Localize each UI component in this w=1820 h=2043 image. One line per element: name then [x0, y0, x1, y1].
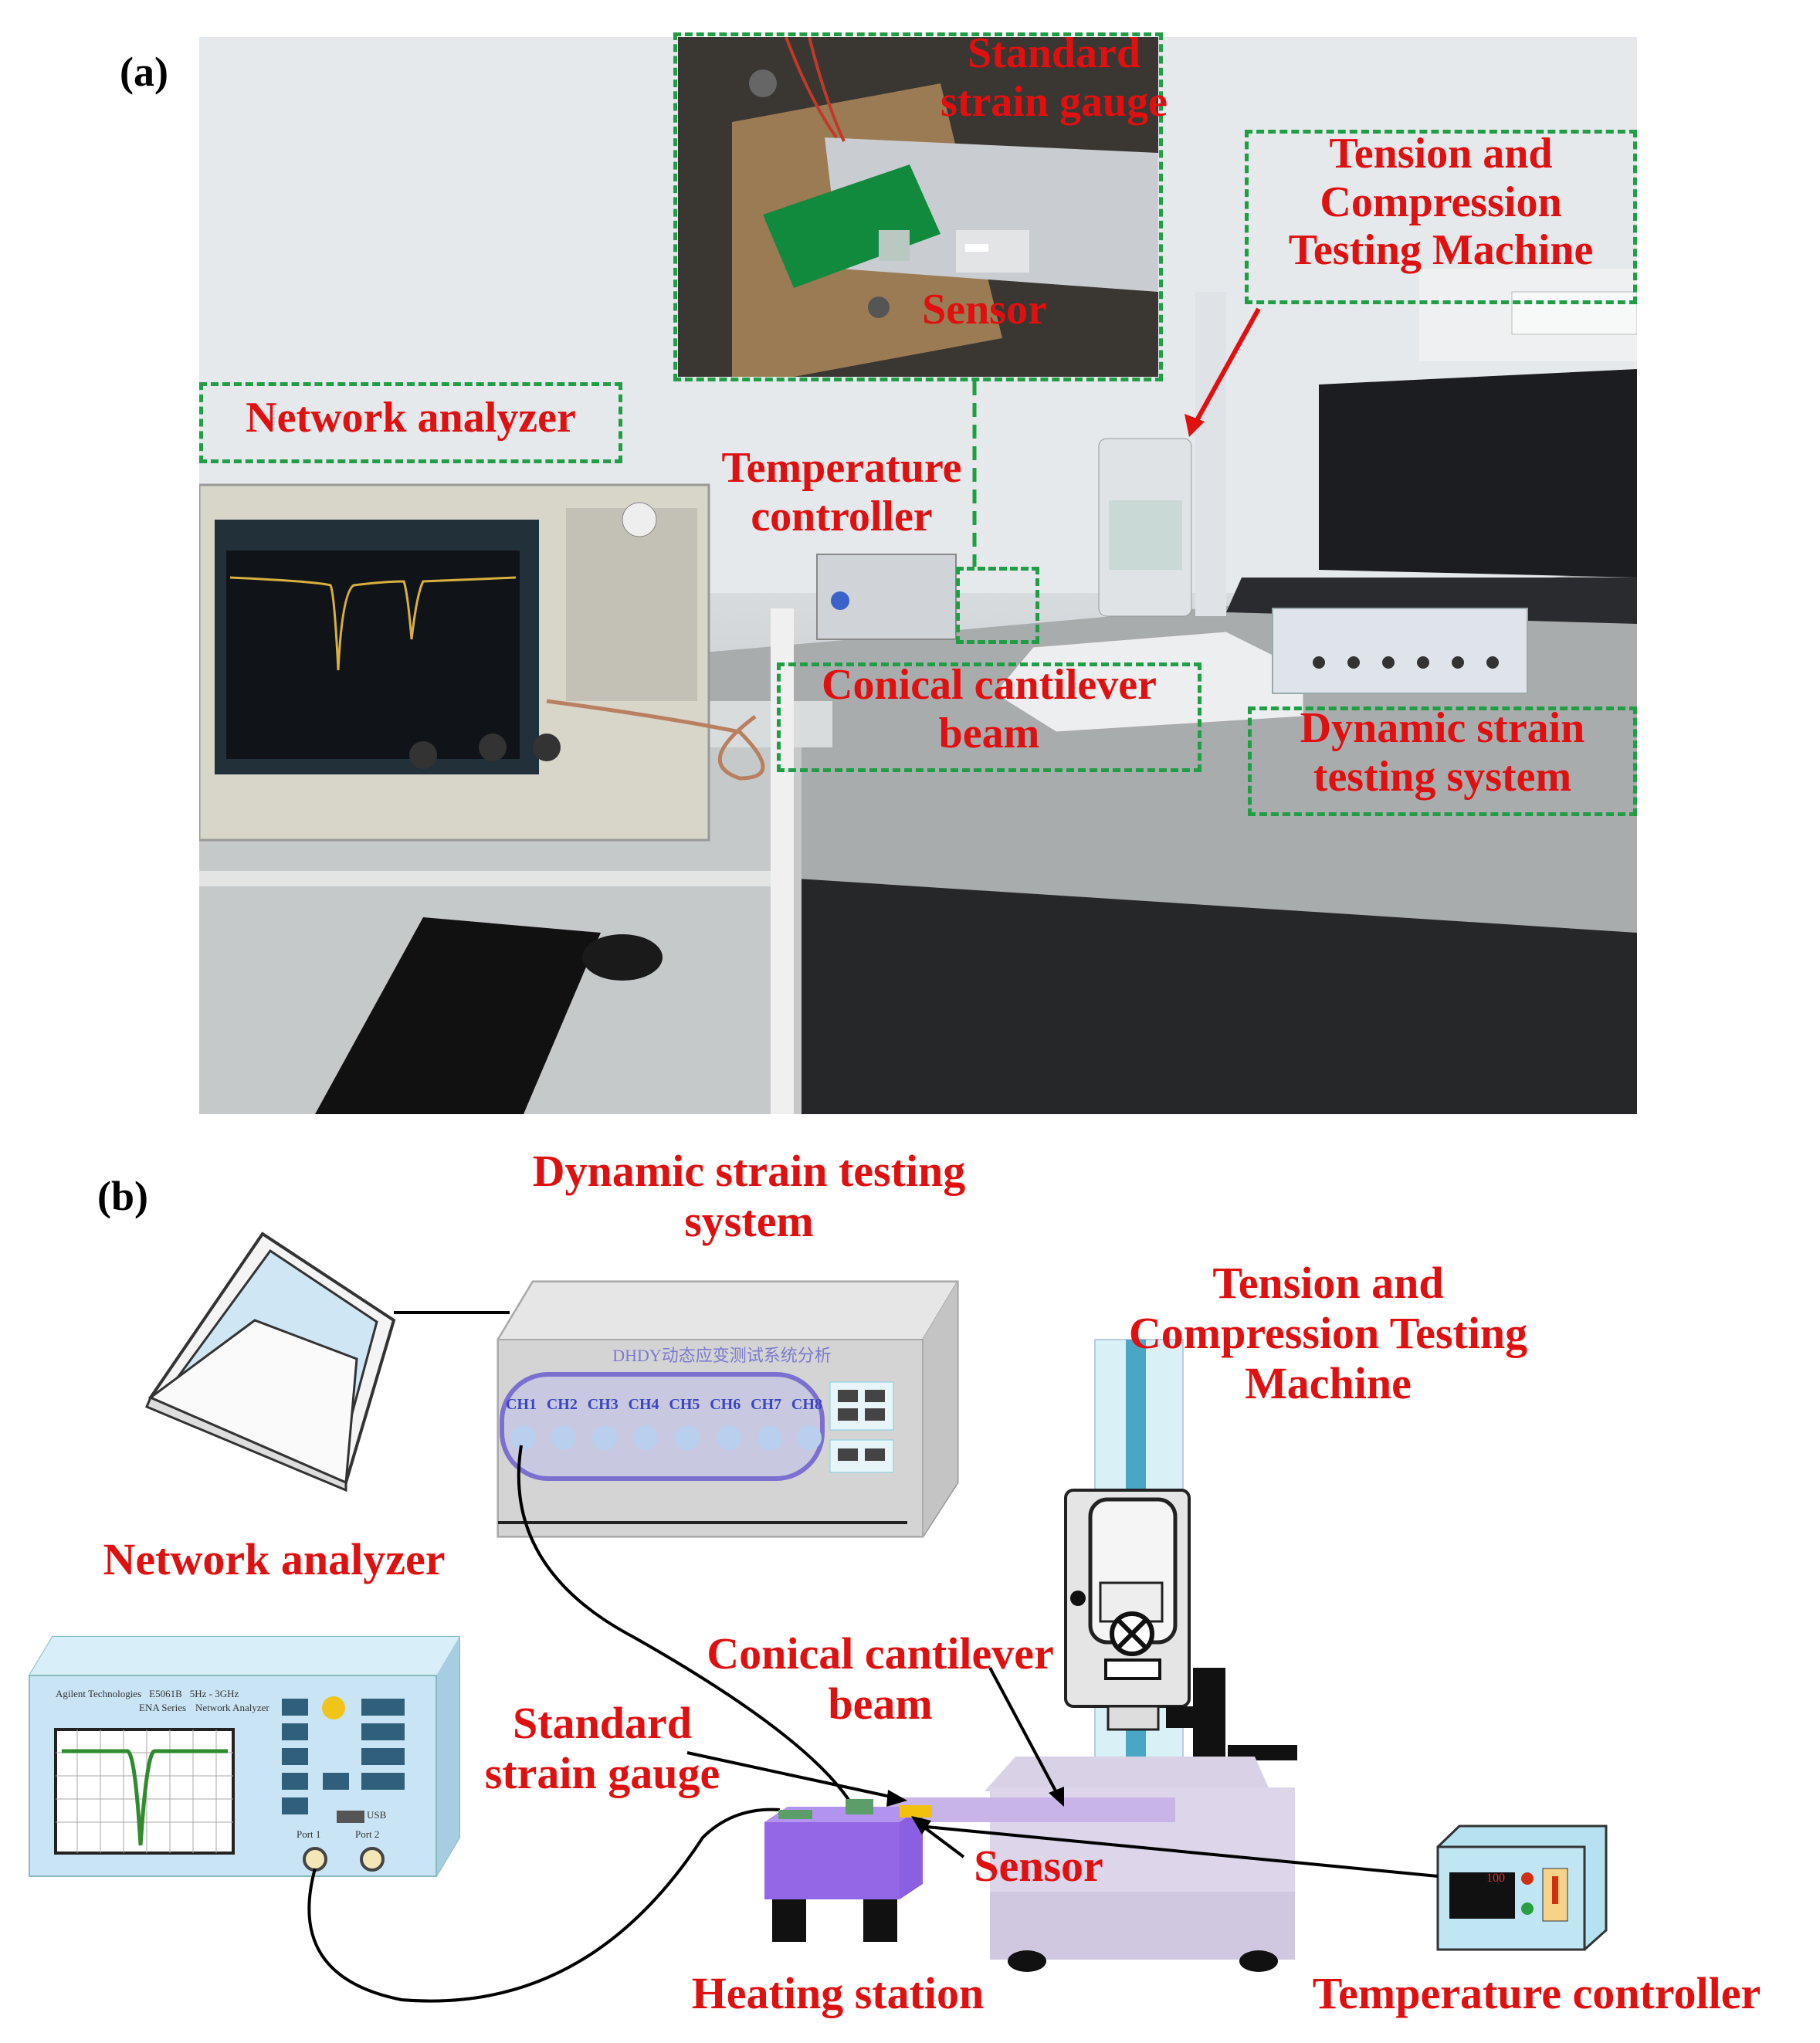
label-b-network-analyzer: Network analyzer [103, 1534, 446, 1584]
channel-label: CH2 [546, 1396, 578, 1413]
label-a-sensor: Sensor [922, 286, 1047, 334]
label-b-conical-beam: Conical cantilever beam [707, 1628, 1054, 1729]
panel-b-label: (b) [97, 1173, 148, 1219]
testing-machine-device [888, 1339, 1297, 1972]
vna-series: ENA Series Network Analyzer [139, 1702, 269, 1713]
vna-port2-label: Port 2 [355, 1828, 380, 1840]
dynamic-strain-device [497, 1280, 959, 1538]
vna-usb-label: USB [367, 1809, 387, 1821]
tension-machine-callout-box [1245, 130, 1637, 304]
laptop-icon [145, 1232, 396, 1492]
temperature-controller-device [1436, 1824, 1608, 1951]
lab-photo-illustration [199, 37, 1637, 1114]
heating-stage-callout-box [956, 567, 1039, 644]
label-a-standard-strain-gauge: Standard strain gauge [941, 29, 1168, 126]
vna-brand: Agilent Technologies E5061B 5Hz - 3GHz [56, 1688, 239, 1699]
channel-label: CH6 [710, 1396, 741, 1413]
label-a-tension-machine: Tension and Compression Testing Machine [1288, 130, 1594, 275]
inset-photo [678, 37, 1158, 377]
channel-label: CH3 [587, 1396, 619, 1413]
dsts-channels: CH1 CH2 CH3 CH4 CH5 CH6 CH7 CH8 [506, 1396, 822, 1414]
dsts-title: DHDY动态应变测试系统分析 [612, 1346, 832, 1365]
channel-label: CH4 [628, 1396, 659, 1413]
panel-a-label: (a) [120, 49, 168, 95]
channel-label: CH1 [506, 1396, 537, 1413]
heating-station-device [764, 1799, 932, 1942]
label-b-standard-strain-gauge: Standard strain gauge [484, 1698, 720, 1798]
label-a-temperature-controller: Temperature controller [721, 444, 962, 540]
dynamic-strain-callout-box [1248, 706, 1637, 816]
channel-label: CH7 [751, 1396, 782, 1413]
label-b-dynamic-strain: Dynamic strain testing system [532, 1146, 966, 1246]
conical-beam-callout-box [777, 662, 1201, 772]
label-a-conical-beam: Conical cantilever beam [822, 661, 1157, 757]
label-b-heating-station: Heating station [691, 1968, 985, 2018]
temp-display: 100 [1486, 1872, 1505, 1885]
channel-label: CH8 [791, 1396, 822, 1413]
inset-callout-box [673, 32, 1163, 381]
lab-photo [199, 37, 1637, 1114]
label-a-network-analyzer: Network analyzer [246, 394, 576, 442]
label-b-temperature-controller: Temperature controller [1312, 1968, 1761, 2018]
network-analyzer-callout-box [199, 382, 622, 463]
vna-port1-label: Port 1 [297, 1828, 321, 1840]
label-b-sensor: Sensor [974, 1841, 1103, 1891]
label-b-tension-machine: Tension and Compression Testing Machine [1128, 1258, 1528, 1408]
network-analyzer-device [29, 1636, 460, 1877]
label-a-dynamic-strain: Dynamic strain testing system [1300, 704, 1585, 801]
channel-label: CH5 [669, 1396, 700, 1413]
